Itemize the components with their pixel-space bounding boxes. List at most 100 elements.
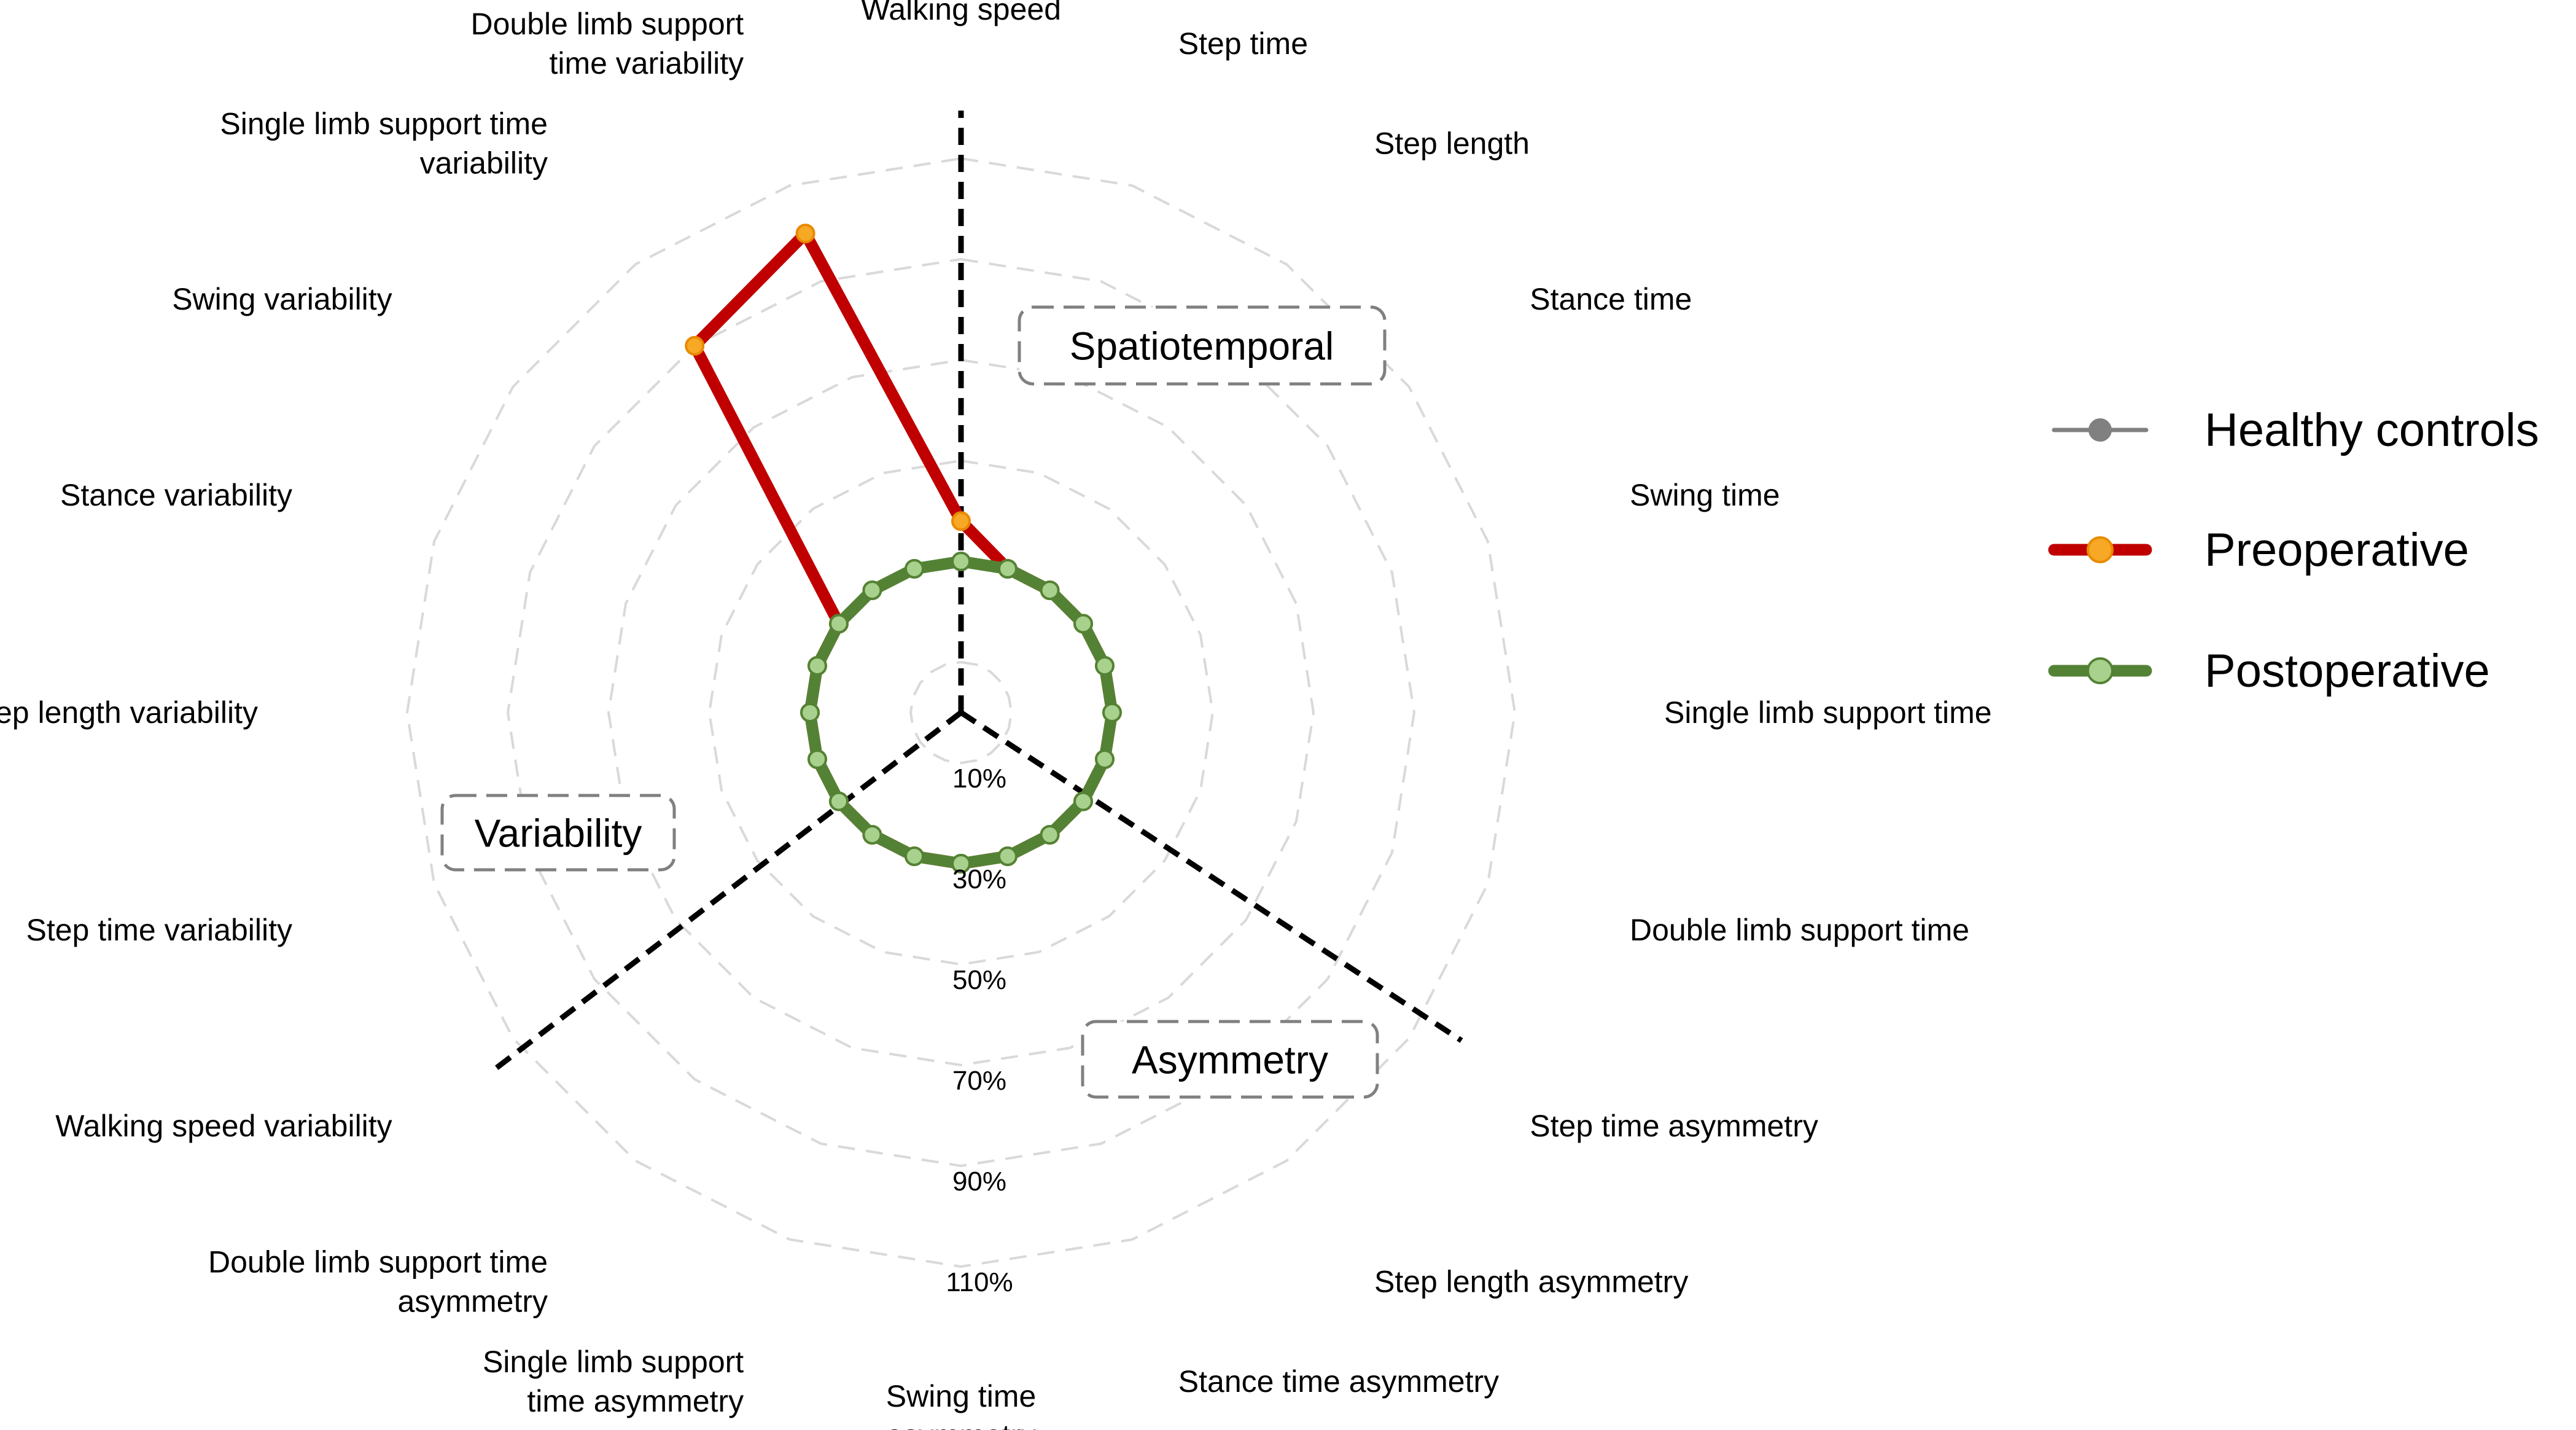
axis-label-line: Swing time	[1630, 478, 1780, 512]
data-point-18	[862, 580, 882, 600]
axis-label-line: variability	[420, 146, 548, 181]
group-box-1	[1081, 1020, 1379, 1099]
legend-item-0: Healthy controls	[2052, 404, 2539, 456]
series-postoperative	[800, 552, 1122, 873]
divider-line-1	[959, 710, 1463, 1043]
data-point-0	[951, 552, 971, 571]
legend-item-2: Postoperative	[2048, 645, 2490, 697]
axis-label-16: Stance variability	[60, 478, 292, 512]
data-point-14	[807, 749, 827, 769]
grid-ring-3	[607, 358, 1315, 1067]
axis-label-8: Step length asymmetry	[1374, 1264, 1688, 1299]
axis-label-line: asymmetry	[886, 1418, 1036, 1430]
data-point-17	[829, 614, 849, 634]
axis-label-line: Step time variability	[26, 913, 293, 947]
axis-label-line: time asymmetry	[527, 1384, 744, 1418]
radial-tick-labels: 10%30%50%70%90%110%	[946, 764, 1013, 1297]
axis-label-line: Swing variability	[172, 282, 392, 316]
axis-label-line: Swing time	[886, 1379, 1037, 1413]
grid-ring-5	[405, 157, 1517, 1268]
data-point-19	[795, 224, 815, 244]
group-box-0	[1018, 305, 1387, 386]
axis-label-line: Walking speed variability	[55, 1109, 392, 1143]
axis-label-3: Stance time	[1530, 282, 1692, 316]
legend-swatch-marker	[2088, 418, 2112, 442]
axis-label-line: time variability	[549, 46, 744, 80]
divider-line-2	[489, 710, 963, 1074]
data-point-7	[1073, 791, 1093, 811]
axis-label-4: Swing time	[1630, 478, 1780, 512]
data-point-13	[829, 791, 849, 811]
data-point-11	[905, 846, 924, 866]
axis-label-line: Step length asymmetry	[1374, 1264, 1688, 1299]
legend-label: Postoperative	[2204, 645, 2490, 697]
data-point-1	[998, 559, 1018, 579]
legend-label: Preoperative	[2204, 524, 2469, 576]
axis-label-line: Step length	[1374, 127, 1530, 161]
data-point-15	[800, 703, 820, 722]
axis-label-line: Step time	[1178, 26, 1308, 61]
axis-label-line: Double limb support time	[1630, 913, 1969, 947]
axis-label-line: Single limb support	[483, 1345, 744, 1379]
data-point-0	[951, 511, 971, 531]
grid-ring-2	[707, 459, 1215, 966]
axis-label-line: Step length variability	[0, 695, 258, 730]
axis-label-line: Double limb support time	[208, 1244, 548, 1279]
data-point-5	[1102, 703, 1122, 722]
group-label-0: Spatiotemporal	[1070, 324, 1334, 369]
data-point-3	[1073, 614, 1093, 634]
grid-ring-4	[506, 257, 1416, 1168]
series-layer	[685, 224, 1122, 873]
axis-label-2: Step length	[1374, 127, 1530, 161]
tick-label-3: 70%	[952, 1066, 1006, 1096]
group-box-2	[440, 794, 676, 872]
data-point-16	[807, 656, 827, 676]
data-point-9	[998, 846, 1018, 866]
legend-label: Healthy controls	[2204, 404, 2539, 456]
axis-label-13: Walking speed variability	[55, 1109, 392, 1143]
data-point-19	[905, 559, 924, 579]
axis-label-line: Stance time asymmetry	[1178, 1364, 1499, 1399]
data-point-12	[862, 825, 882, 845]
data-point-8	[1040, 825, 1060, 845]
axis-label-line: Stance time	[1530, 282, 1692, 316]
tick-label-0: 10%	[952, 764, 1006, 794]
axis-label-line: asymmetry	[398, 1284, 548, 1318]
axis-label-line: Double limb support	[471, 7, 744, 41]
axis-label-line: Walking speed	[861, 0, 1061, 26]
axis-label-0: Walking speed	[861, 0, 1061, 26]
data-point-18	[685, 335, 705, 356]
axis-label-line: Stance variability	[60, 478, 292, 512]
legend: Healthy controlsPreoperativePostoperativ…	[2048, 404, 2539, 697]
axis-label-12: Double limb support time asymmetry	[208, 1244, 548, 1318]
axis-label-7: Step time asymmetry	[1530, 1109, 1818, 1143]
group-label-2: Variability	[475, 811, 642, 856]
axis-label-10: Swing time asymmetry	[886, 1379, 1037, 1430]
axis-label-1: Step time	[1178, 26, 1308, 61]
data-point-10	[951, 854, 971, 873]
tick-label-1: 30%	[952, 864, 1006, 894]
group-dividers	[489, 111, 1463, 1074]
axis-label-5: Single limb support time	[1664, 695, 1992, 730]
axis-label-line: Step time asymmetry	[1530, 1109, 1818, 1143]
group-label-1: Asymmetry	[1132, 1038, 1328, 1082]
legend-item-1: Preoperative	[2048, 524, 2469, 576]
axis-label-9: Stance time asymmetry	[1178, 1364, 1499, 1399]
tick-label-5: 110%	[946, 1267, 1013, 1297]
axis-label-17: Swing variability	[172, 282, 392, 316]
axis-label-11: Single limb support time asymmetry	[483, 1345, 744, 1418]
legend-swatch-marker	[2087, 657, 2114, 684]
data-point-2	[1040, 580, 1060, 600]
axis-label-15: Step length variability	[0, 695, 258, 730]
axis-label-18: Single limb support time variability	[220, 107, 548, 181]
axis-label-line: Single limb support time	[1664, 695, 1992, 730]
axis-label-14: Step time variability	[26, 913, 293, 947]
axis-label-6: Double limb support time	[1630, 913, 1969, 947]
data-point-6	[1095, 749, 1115, 769]
tick-label-4: 90%	[952, 1166, 1006, 1197]
axis-label-line: Single limb support time	[220, 107, 548, 141]
data-point-4	[1095, 656, 1115, 676]
